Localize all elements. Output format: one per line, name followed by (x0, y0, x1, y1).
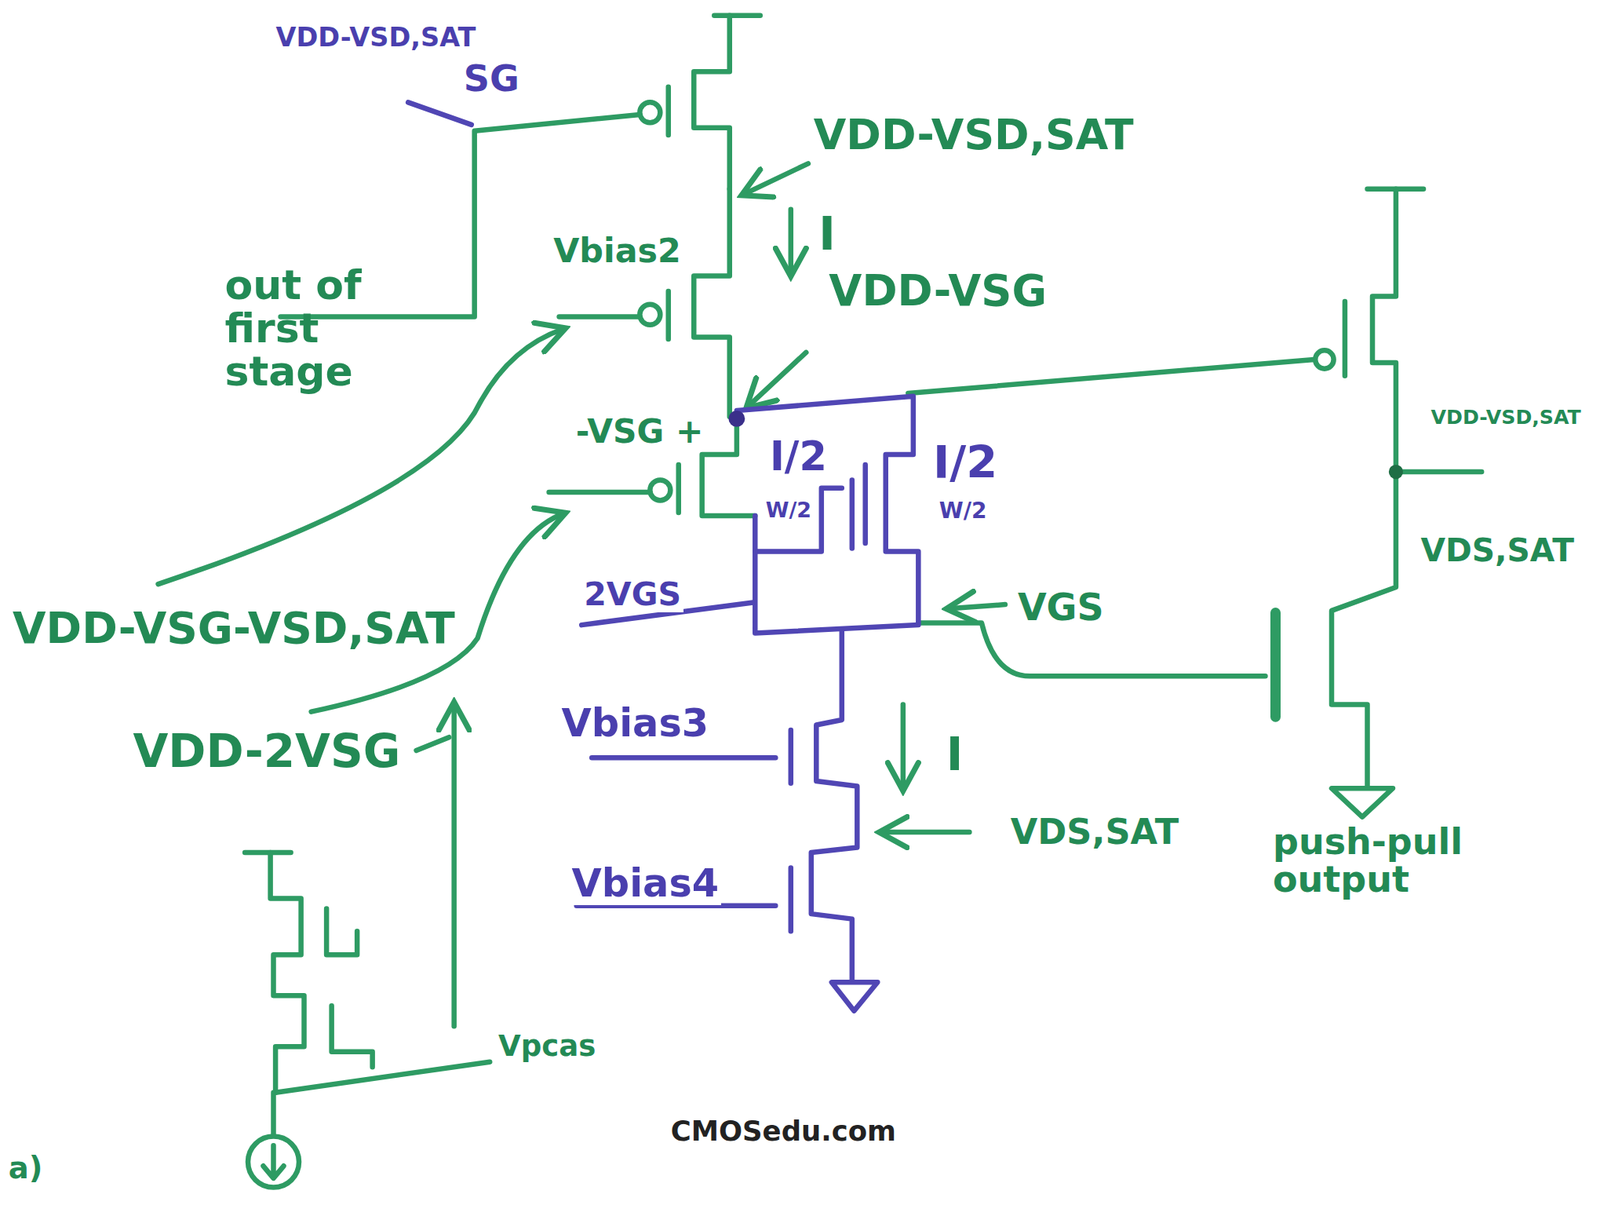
size-label: W/2 (936, 498, 990, 523)
signal-name: out of first stage (222, 262, 442, 394)
gate-plate (849, 479, 856, 548)
gate-plate (676, 464, 682, 513)
gate-wire (559, 313, 641, 320)
current-source (247, 1136, 299, 1188)
size-label: W/2 (763, 498, 814, 522)
green-wiring (158, 15, 1483, 1188)
gate-plate (326, 908, 358, 955)
wire (754, 515, 919, 634)
voltage-label: VDS,SAT (1418, 532, 1577, 569)
voltage-label: SG (461, 58, 522, 99)
junction-dot (728, 410, 745, 427)
ground-symbol (831, 981, 879, 1010)
leader-arrow (882, 829, 970, 835)
gate-wire (591, 754, 776, 761)
gate-plate (665, 291, 671, 339)
signal-name: Vbias2 (550, 232, 684, 270)
leader-arrow (451, 704, 457, 1027)
voltage-label: VGS (1015, 586, 1107, 628)
leader-line (408, 102, 472, 125)
leader-arrow (743, 163, 809, 194)
voltage-label: VDD-VSG (826, 267, 1050, 314)
gate-plate (1270, 612, 1281, 718)
current-label: I/2 (767, 434, 830, 478)
figure-label: a) (6, 1151, 46, 1185)
pmos-channel (702, 418, 756, 516)
gate-plate (788, 729, 795, 784)
voltage-label: VDD-2VSG (130, 726, 403, 777)
voltage-label: VDD-VSG-VSD,SAT (10, 605, 458, 653)
purple-wiring (408, 102, 919, 1010)
gate-bubble (1315, 349, 1334, 369)
leader-arrow (948, 604, 1006, 609)
wire (270, 1092, 277, 1136)
voltage-label: VDD-VSD,SAT (811, 112, 1137, 158)
current-label: I (943, 729, 966, 780)
gate-plate (331, 1005, 373, 1067)
wire (918, 623, 1265, 677)
junction-dot (1388, 464, 1404, 479)
voltage-label: VDS,SAT (1008, 812, 1181, 852)
current-arrow (900, 704, 907, 789)
leader-arrow (158, 328, 564, 584)
leader-arrow (747, 352, 806, 407)
signal-name: push-pull output (1270, 821, 1510, 900)
ground-symbol (1331, 787, 1393, 817)
output-wire (1395, 469, 1482, 475)
output-stage (1331, 189, 1396, 787)
current-sink (811, 628, 858, 980)
voltage-label: -VSG + (573, 413, 707, 450)
gate-plate (788, 867, 795, 932)
gate-plate (665, 87, 671, 135)
wire (275, 1061, 490, 1093)
watermark: CMOSedu.com (668, 1115, 899, 1146)
voltage-label: 2VGS (581, 576, 684, 613)
gate-bubble (649, 479, 671, 500)
bias-stack (270, 852, 305, 1093)
bias-name: Vbias4 (569, 862, 722, 905)
current-arrow (262, 1144, 284, 1178)
pmos-channel (693, 15, 730, 190)
bias-name: Vpcas (495, 1030, 598, 1063)
gate-wire (549, 489, 651, 496)
gate-plate (1342, 301, 1349, 376)
current-label: I (816, 209, 839, 259)
nmos-channel (736, 396, 919, 624)
gate-bubble (639, 304, 660, 325)
current-arrow (788, 209, 795, 274)
gate-bubble (639, 102, 660, 123)
bias-name: Vbias3 (559, 702, 712, 745)
nmos-channel (754, 488, 842, 552)
leader-line (416, 736, 450, 751)
current-label: I/2 (930, 438, 1000, 488)
wire (907, 359, 1315, 394)
vdd-rail (714, 13, 761, 19)
gate-plate (862, 464, 868, 544)
voltage-label: VDD-VSD,SAT (1428, 406, 1584, 429)
pmos-channel (693, 189, 730, 417)
voltage-label: VDD-VSD,SAT (273, 22, 479, 52)
